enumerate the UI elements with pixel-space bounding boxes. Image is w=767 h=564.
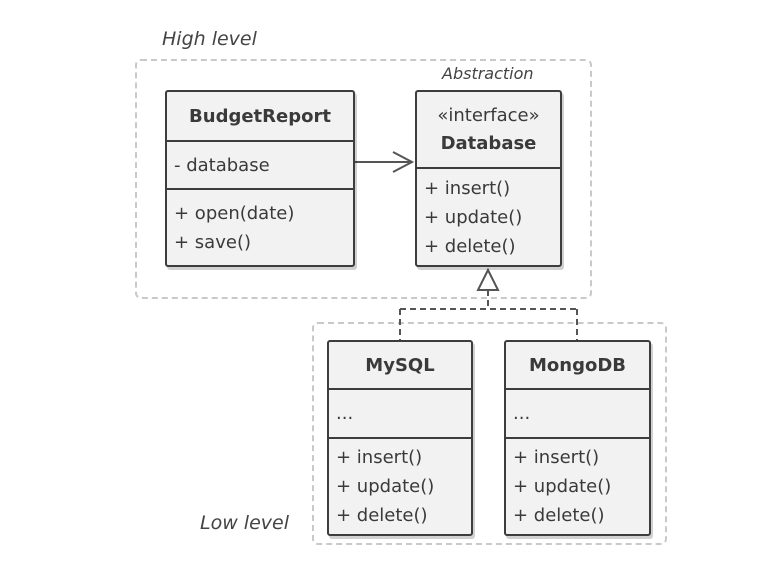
- field-ellipsis: ...: [336, 403, 354, 424]
- method-open: + open(date): [174, 202, 295, 224]
- class-name: MySQL: [365, 354, 435, 376]
- method-save: + save(): [174, 231, 251, 253]
- class-methods-section: + insert() + update() + delete(): [417, 167, 560, 265]
- class-mongodb: MongoDB ... + insert() + update() + dele…: [504, 340, 651, 536]
- class-fields-section: - database: [167, 140, 353, 188]
- method-insert: + insert(): [424, 177, 511, 199]
- method-insert: + insert(): [336, 447, 423, 468]
- low-level-frame: [312, 322, 667, 545]
- method-insert: + insert(): [513, 447, 600, 468]
- class-name: BudgetReport: [189, 105, 331, 127]
- class-methods-section: + insert() + update() + delete(): [506, 437, 649, 534]
- class-methods-section: + open(date) + save(): [167, 188, 353, 265]
- method-update: + update(): [513, 476, 612, 497]
- class-methods-section: + insert() + update() + delete(): [329, 437, 471, 534]
- method-delete: + delete(): [336, 505, 428, 526]
- class-budgetreport: BudgetReport - database + open(date) + s…: [165, 90, 355, 267]
- class-mysql: MySQL ... + insert() + update() + delete…: [327, 340, 473, 536]
- field-ellipsis: ...: [513, 403, 531, 424]
- class-name-section: MySQL: [329, 342, 471, 388]
- stereotype-label: «interface»: [437, 104, 540, 126]
- low-level-label: Low level: [200, 512, 289, 534]
- class-fields-section: ...: [506, 388, 649, 437]
- class-name-section: «interface» Database: [417, 92, 560, 167]
- interface-database: «interface» Database + insert() + update…: [415, 90, 562, 267]
- class-fields-section: ...: [329, 388, 471, 437]
- class-name: MongoDB: [528, 354, 626, 376]
- abstraction-label: Abstraction: [442, 64, 534, 83]
- high-level-frame: [135, 59, 592, 299]
- class-name: Database: [440, 132, 537, 154]
- method-update: + update(): [424, 206, 523, 228]
- method-delete: + delete(): [513, 505, 605, 526]
- method-delete: + delete(): [424, 235, 516, 257]
- method-update: + update(): [336, 476, 435, 497]
- field-database: - database: [174, 154, 270, 176]
- class-name-section: MongoDB: [506, 342, 649, 388]
- class-name-section: BudgetReport: [167, 92, 353, 140]
- high-level-label: High level: [162, 28, 257, 50]
